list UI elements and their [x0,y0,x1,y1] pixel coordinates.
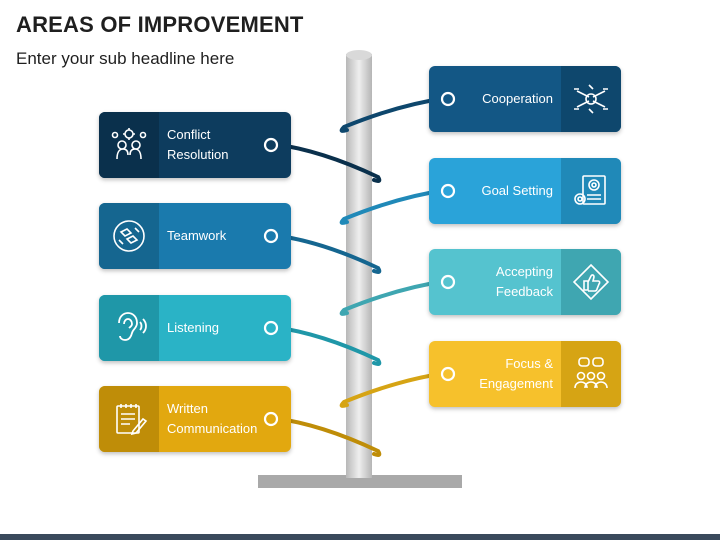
left-card-label: Teamwork [167,228,227,243]
wire-right-1 [339,96,448,133]
page-subtitle: Enter your sub headline here [16,49,235,68]
right-card-label-container: Focus & Engagement [429,341,561,407]
right-card-2: Goal Setting [429,158,621,224]
wire-left-1 [271,142,382,183]
left-card-label-container: Listening [159,295,291,361]
left-card-label: Listening [167,320,220,335]
right-card-label-container: Accepting Feedback [429,249,561,315]
hook-ring [440,274,456,290]
cooperation-icon [561,66,621,132]
hook-ring [440,183,456,199]
bottom-bar [0,534,720,540]
feedback-icon [561,249,621,315]
wire-right-2 [339,188,448,225]
wire-left-2 [271,233,382,274]
left-card-3: Listening [99,295,291,361]
left-card-1: Conflict Resolution [99,112,291,178]
hook-ring [440,91,456,107]
hook-ring [440,366,456,382]
left-card-label: Conflict Resolution [167,127,229,162]
right-card-label-container: Goal Setting [429,158,561,224]
left-card-label-container: Teamwork [159,203,291,269]
wire-left-3 [271,325,382,366]
right-card-4: Focus & Engagement [429,341,621,407]
page-title: AREAS OF IMPROVEMENT [16,12,304,37]
pole-base [258,475,462,488]
left-card-label-container: Conflict Resolution [159,112,291,178]
pole-top [346,50,372,60]
left-card-label-container: Written Communication [159,386,291,452]
listening-icon [99,295,159,361]
conflict-resolution-icon [99,112,159,178]
wire-right-4 [339,371,448,408]
hook-ring [263,228,279,244]
right-card-label: Accepting Feedback [495,264,553,299]
left-card-2: Teamwork [99,203,291,269]
right-card-label: Goal Setting [481,183,553,198]
left-card-label: Written Communication [167,401,258,436]
wire-left-4 [271,416,382,457]
written-communication-icon [99,386,159,452]
hook-ring [263,320,279,336]
right-card-3: Accepting Feedback [429,249,621,315]
right-card-1: Cooperation [429,66,621,132]
hook-ring [263,411,279,427]
wire-right-3 [339,279,448,316]
left-card-4: Written Communication [99,386,291,452]
hook-ring [263,137,279,153]
teamwork-icon [99,203,159,269]
goal-setting-icon [561,158,621,224]
right-card-label-container: Cooperation [429,66,561,132]
right-card-label: Cooperation [482,91,553,106]
right-card-label: Focus & Engagement [479,356,553,391]
focus-engagement-icon [561,341,621,407]
